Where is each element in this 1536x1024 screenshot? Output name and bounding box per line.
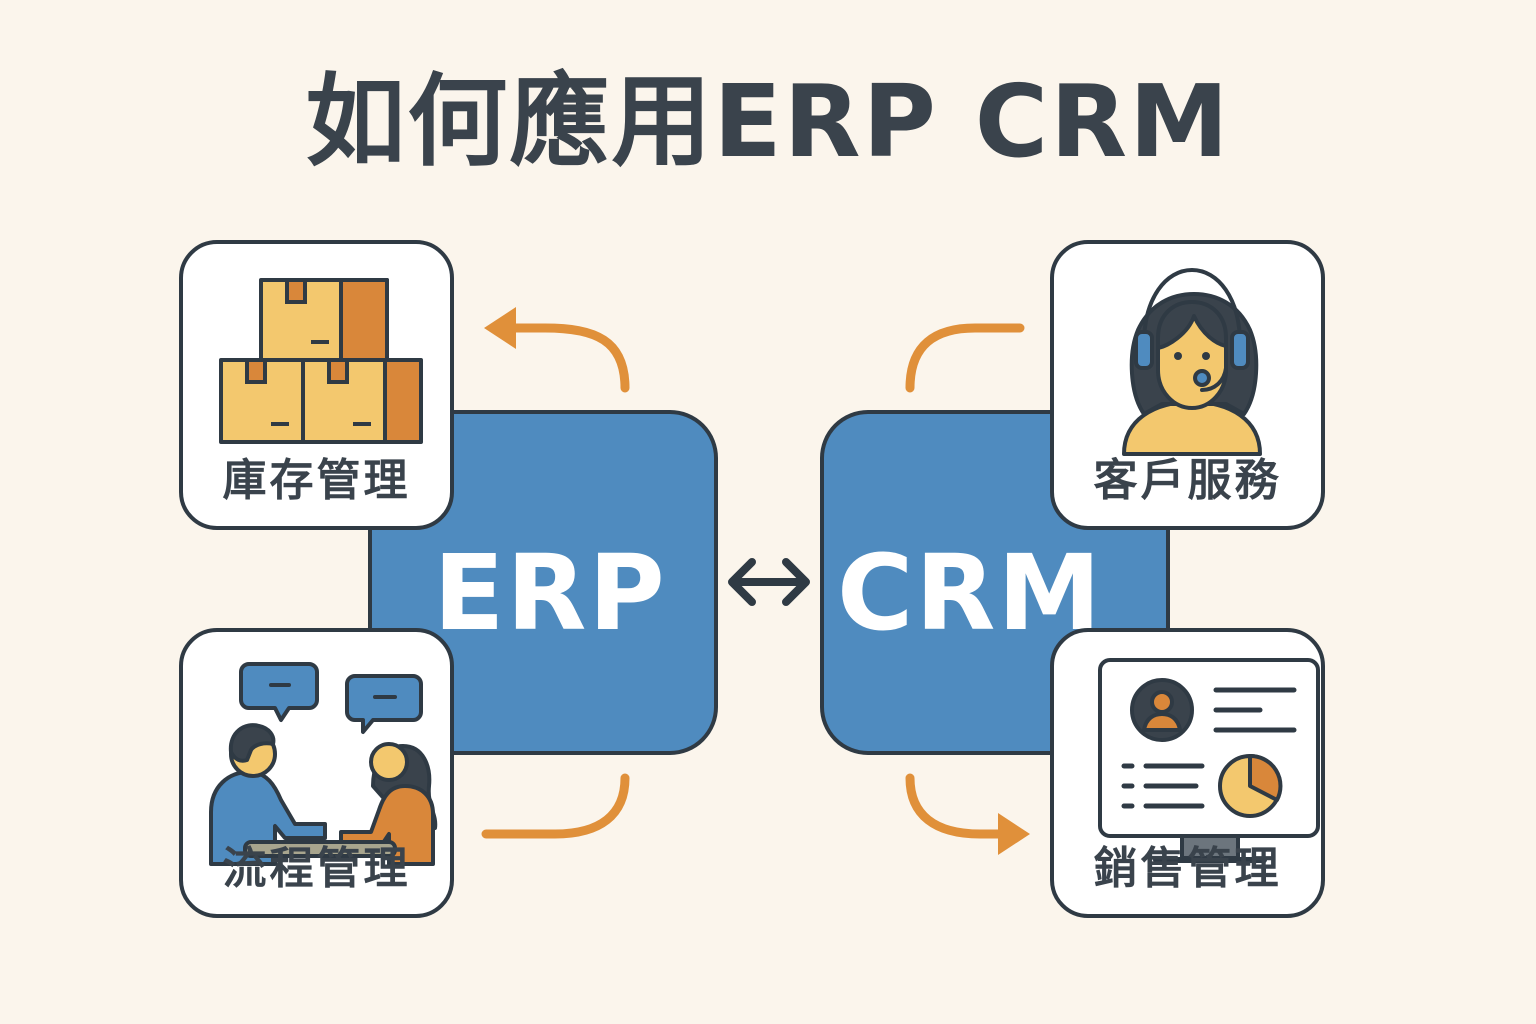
meeting-icon — [209, 662, 438, 866]
sales-card: 銷售管理 — [1050, 628, 1325, 918]
arrowhead-left — [484, 307, 516, 349]
crm-dashboard-icon — [1098, 658, 1320, 863]
headset-agent-icon — [1122, 267, 1262, 456]
arrow-erp-to-inventory — [500, 323, 630, 393]
erp-label: ERP — [433, 532, 667, 654]
process-card: 流程管理 — [179, 628, 454, 918]
page-title: 如何應用ERP CRM — [305, 63, 1231, 180]
sales-label: 銷售管理 — [1093, 843, 1282, 894]
boxes-icon — [219, 278, 423, 444]
inventory-label: 庫存管理 — [222, 455, 411, 506]
service-label: 客戶服務 — [1093, 455, 1282, 506]
arrow-erp-to-process — [481, 773, 630, 839]
process-label: 流程管理 — [222, 843, 411, 894]
arrow-crm-to-service — [905, 323, 1025, 393]
double-arrow-icon — [728, 558, 810, 606]
inventory-card: 庫存管理 — [179, 240, 454, 530]
service-card: 客戶服務 — [1050, 240, 1325, 530]
crm-label: CRM — [837, 532, 1103, 654]
arrow-crm-to-sales — [905, 773, 1010, 839]
arrowhead-right — [998, 813, 1030, 855]
